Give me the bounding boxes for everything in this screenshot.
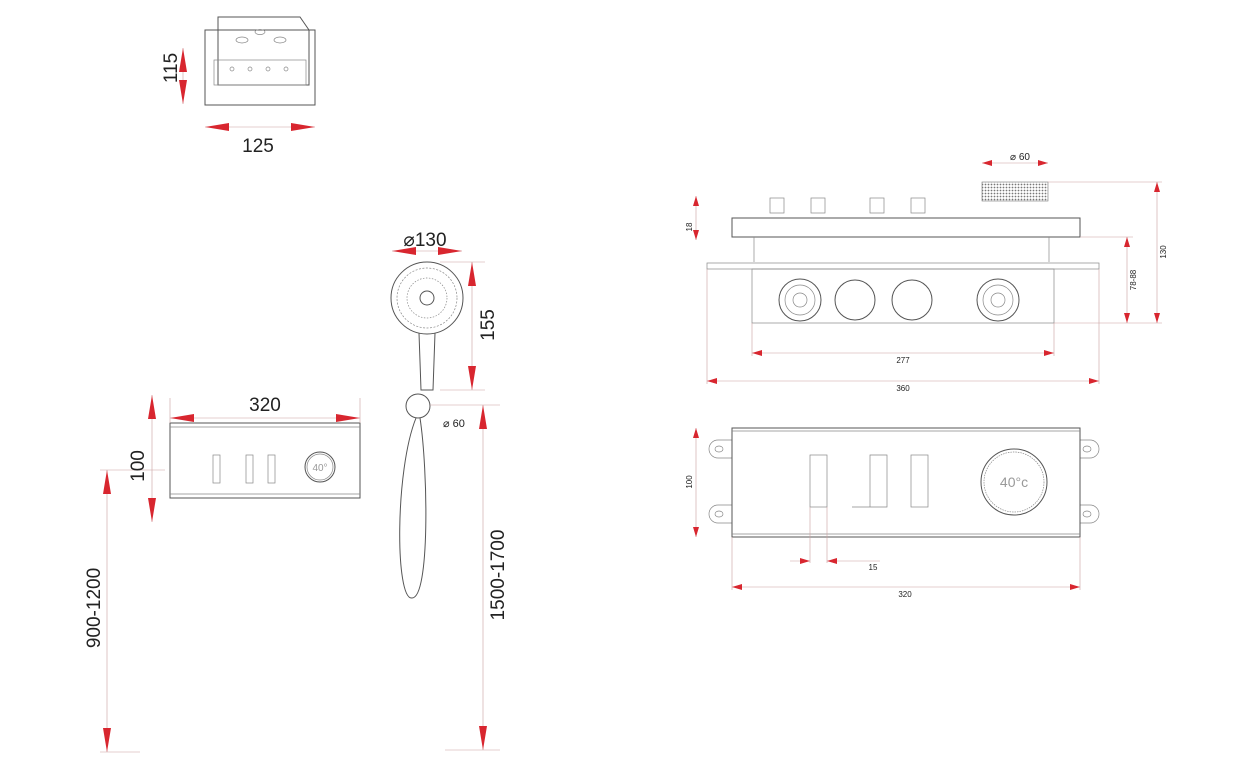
total-depth-label: 130 (1159, 245, 1168, 259)
panel-width-label: 320 (249, 395, 281, 416)
front-view: 40°c 100 15 320 (685, 427, 1100, 599)
front-display-text: 40°c (1000, 474, 1028, 490)
front-height-label: 100 (685, 475, 694, 489)
panel-height-label: 100 (128, 450, 149, 482)
front-width-label: 320 (898, 590, 912, 599)
hand-shower-diameter-label: ⌀130 (403, 230, 446, 251)
top-view: 115 125 (161, 16, 316, 157)
button-width-label: 15 (869, 563, 878, 572)
top-view-height-label: 115 (161, 53, 182, 83)
knob-diameter-label: ⌀ 60 (1010, 152, 1030, 163)
side-view: ⌀ 60 18 78-88 130 277 360 (685, 152, 1168, 393)
hand-shower-length-label: 155 (478, 309, 499, 341)
inner-width-label: 277 (896, 356, 910, 365)
panel-display-text: 40° (312, 463, 327, 474)
front-panel-small: 40° 320 100 900-1200 (84, 395, 361, 753)
plate-thickness-label: 18 (685, 222, 694, 231)
depth-label: 78-88 (1129, 269, 1138, 290)
total-width-label: 360 (896, 384, 910, 393)
top-view-width-label: 125 (242, 136, 274, 157)
panel-mount-height-label: 900-1200 (84, 568, 105, 648)
shower-mount-height-label: 1500-1700 (488, 530, 509, 621)
holder-diameter-label: ⌀ 60 (443, 418, 465, 430)
hand-shower: ⌀130 155 ⌀ 60 1500-1700 (390, 230, 509, 751)
